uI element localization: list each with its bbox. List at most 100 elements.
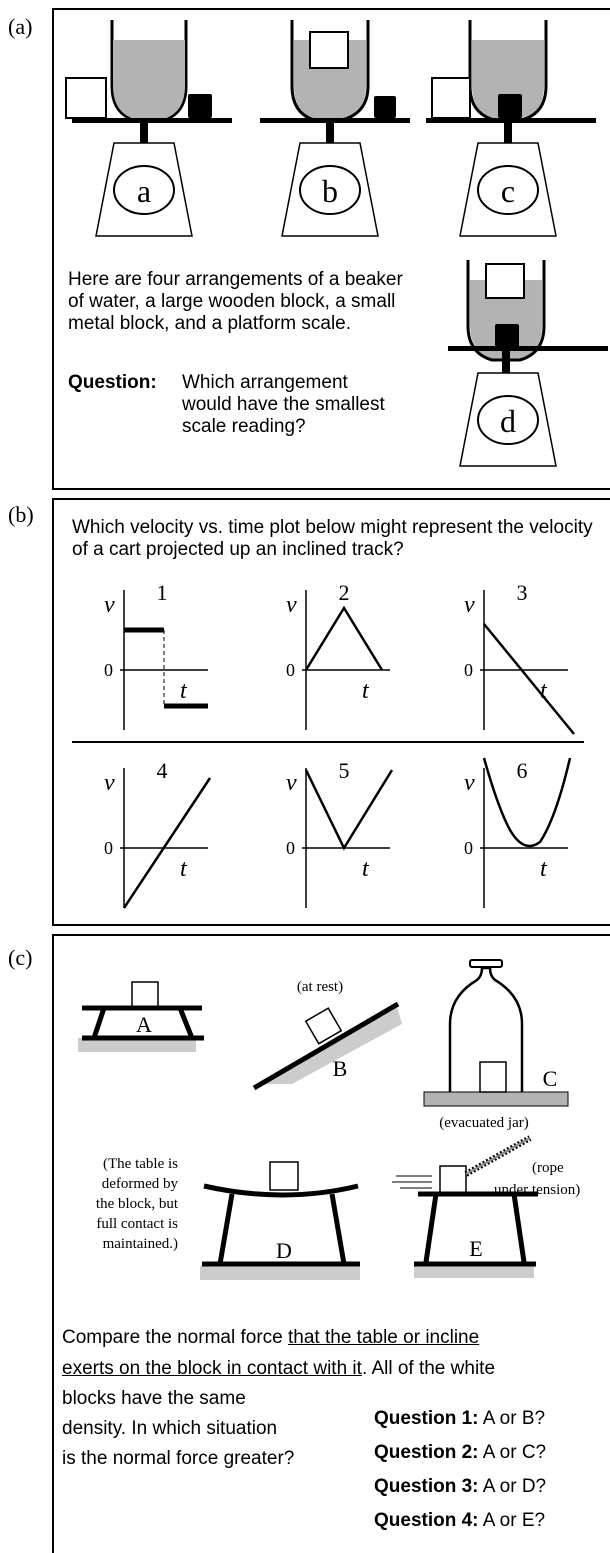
- label-a: A: [136, 1012, 152, 1037]
- scale-d-letter: d: [500, 403, 516, 439]
- zero-label: 0: [104, 838, 113, 858]
- panel-c: [52, 934, 610, 1553]
- scale-a: a: [65, 20, 232, 237]
- scale-b-letter: b: [322, 173, 338, 209]
- question-3: Question 3: A or D?: [374, 1476, 547, 1497]
- vt-plot-5: v t 0 5: [286, 758, 394, 908]
- plot-number: 1: [157, 580, 168, 605]
- label-evacuated: (evacuated jar): [439, 1115, 529, 1131]
- density-line-1: blocks have the same: [62, 1388, 246, 1409]
- vt-plot-1: v t 0 1: [104, 580, 208, 730]
- vt-plot-2: v t 0 2: [286, 580, 390, 730]
- metal-block-d: [495, 324, 519, 350]
- velocity-curve: [122, 777, 212, 909]
- velocity-curve: [482, 757, 572, 848]
- plot-number: 3: [517, 580, 528, 605]
- t-label: t: [540, 678, 548, 704]
- svg-text:(rope: (rope: [532, 1160, 564, 1176]
- zero-label: 0: [464, 660, 473, 680]
- panel-a-question-text: Which arrangement would have the smalles…: [182, 372, 385, 437]
- zero-label: 0: [464, 838, 473, 858]
- t-label: t: [362, 856, 370, 882]
- scale-a-letter: a: [137, 173, 151, 209]
- panel-b: [52, 498, 610, 926]
- label-d: D: [276, 1238, 292, 1263]
- wood-block-d: [485, 263, 525, 299]
- deformed-note: (The table is deformed by the block, but…: [96, 1156, 179, 1252]
- v-label: v: [286, 770, 297, 796]
- bell-jar: [448, 966, 524, 1092]
- normal-force-diagrams: A (at rest) B C (evacuated jar) D: [78, 959, 580, 1280]
- rope-note: (rope under tension): [494, 1160, 580, 1198]
- svg-text:maintained.): maintained.): [103, 1236, 178, 1252]
- velocity-curve: [304, 769, 394, 851]
- scale-c: c: [426, 20, 596, 237]
- panel-a: [52, 8, 610, 490]
- label-at-rest: (at rest): [297, 979, 343, 995]
- metal-block-a: [188, 94, 212, 118]
- panel-a-label: (a): [8, 14, 33, 39]
- vt-plot-4: v t 0 4: [104, 758, 212, 909]
- plot-number: 5: [339, 758, 350, 783]
- svg-text:deformed by: deformed by: [102, 1176, 179, 1192]
- t-label: t: [540, 856, 548, 882]
- block-b: [304, 1007, 343, 1045]
- label-c: C: [543, 1066, 558, 1091]
- vt-plot-6: v t 0 6: [464, 757, 572, 908]
- block-d: [269, 1161, 299, 1191]
- scale-diagrams: a b c d: [65, 20, 608, 467]
- velocity-curve: [483, 623, 575, 735]
- question-1: Question 1: A or B?: [374, 1408, 546, 1429]
- block-c: [479, 1061, 507, 1093]
- density-line-2: density. In which situation: [62, 1418, 278, 1439]
- incline-b: (at rest) B: [252, 979, 402, 1091]
- panel-b-prompt: Which velocity vs. time plot below might…: [72, 517, 593, 560]
- scale-c-letter: c: [501, 173, 515, 209]
- v-label: v: [464, 770, 475, 796]
- metal-block-b: [374, 96, 396, 118]
- v-label: v: [464, 592, 475, 618]
- block-e: [439, 1165, 467, 1195]
- question-4: Question 4: A or E?: [374, 1510, 546, 1531]
- velocity-plots: v t 0 1 v t 0 2 v t 0 3 v t 0 4 v t 0 5 v t 0 6: [72, 580, 584, 909]
- svg-text:(The table is: (The table is: [103, 1156, 178, 1172]
- svg-text:under tension): under tension): [494, 1182, 580, 1198]
- plot-number: 2: [339, 580, 350, 605]
- panel-b-label: (b): [8, 502, 34, 527]
- density-line-3: is the normal force greater?: [62, 1448, 295, 1469]
- wood-block-b: [309, 31, 349, 69]
- panel-c-label: (c): [8, 945, 33, 970]
- plot-number: 4: [157, 758, 168, 783]
- v-label: v: [104, 592, 115, 618]
- compare-line-2: exerts on the block in contact with it. …: [62, 1358, 496, 1379]
- question-2: Question 2: A or C?: [374, 1442, 547, 1463]
- table-e: E: [392, 1135, 538, 1278]
- table-d: D: [200, 1161, 360, 1280]
- table-a: A: [78, 981, 204, 1052]
- t-label: t: [180, 678, 188, 704]
- t-label: t: [362, 678, 370, 704]
- svg-text:full contact is: full contact is: [96, 1216, 178, 1232]
- scale-b: b: [260, 20, 410, 237]
- plot-number: 6: [517, 758, 528, 783]
- velocity-curve: [304, 605, 384, 671]
- v-label: v: [104, 770, 115, 796]
- label-e: E: [469, 1236, 482, 1261]
- panel-a-intro: Here are four arrangements of a beaker o…: [68, 269, 403, 334]
- jar-c: C (evacuated jar): [423, 959, 569, 1131]
- zero-label: 0: [286, 660, 295, 680]
- label-b: B: [333, 1056, 348, 1081]
- zero-label: 0: [286, 838, 295, 858]
- wood-block-c: [431, 77, 471, 119]
- t-label: t: [180, 856, 188, 882]
- scale-d: d: [448, 260, 608, 467]
- v-label: v: [286, 592, 297, 618]
- compare-line-1: Compare the normal force that the table …: [62, 1327, 480, 1348]
- zero-label: 0: [104, 660, 113, 680]
- wood-block-a: [65, 77, 107, 119]
- metal-block-c: [498, 94, 522, 118]
- block-a: [131, 981, 159, 1009]
- svg-text:the block, but: the block, but: [96, 1196, 179, 1212]
- vt-plot-3: v t 0 3: [464, 580, 575, 735]
- panel-a-question-label: Question:: [68, 372, 157, 393]
